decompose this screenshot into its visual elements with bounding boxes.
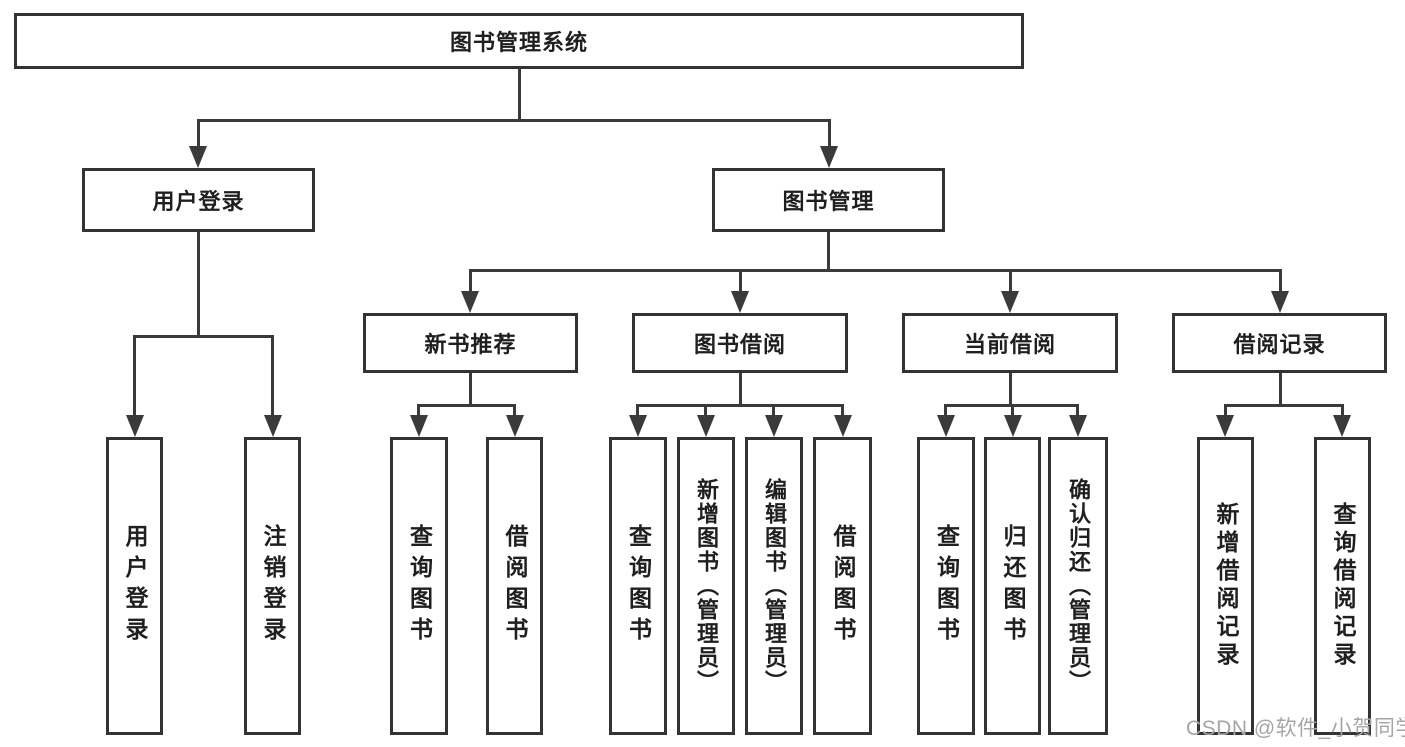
arrow-down-icon bbox=[264, 415, 282, 437]
connector-drop-user-login bbox=[197, 119, 200, 149]
arrow-down-icon bbox=[189, 146, 207, 168]
leaf-borrow-books-borrow: 借阅图书 bbox=[813, 437, 872, 735]
leaf-logout: 注销登录 bbox=[244, 437, 301, 735]
node-book-borrow: 图书借阅 bbox=[632, 313, 848, 373]
node-new-book-recommend: 新书推荐 bbox=[363, 313, 578, 373]
connector-drop bbox=[1224, 404, 1227, 417]
connector-drop bbox=[1341, 404, 1344, 417]
connector-drop-new-book bbox=[469, 269, 472, 293]
connector-book-borrow-stem bbox=[739, 373, 742, 406]
leaf-add-books-admin: 新增图书（管理员） bbox=[677, 437, 735, 735]
connector-book-borrow-bus bbox=[636, 404, 843, 407]
leaf-user-login-label: 用户登录 bbox=[122, 524, 148, 648]
connector-drop bbox=[1076, 404, 1079, 417]
arrow-down-icon bbox=[126, 415, 144, 437]
node-book-borrow-label: 图书借阅 bbox=[693, 332, 786, 357]
connector-drop-borrow-records bbox=[1279, 269, 1282, 293]
arrow-down-icon bbox=[1069, 415, 1087, 437]
connector-borrow-records-bus bbox=[1224, 404, 1344, 407]
connector-current-borrow-stem bbox=[1009, 373, 1012, 406]
leaf-query-borrow-record: 查询借阅记录 bbox=[1314, 437, 1371, 735]
leaf-query-borrow-record-label: 查询借阅记录 bbox=[1330, 502, 1356, 670]
connector-book-management-stem bbox=[827, 232, 830, 272]
leaf-add-books-admin-label: 新增图书（管理员） bbox=[694, 478, 719, 694]
connector-drop bbox=[772, 404, 775, 417]
leaf-confirm-return-admin: 确认归还（管理员） bbox=[1048, 437, 1108, 735]
connector-drop bbox=[417, 404, 420, 417]
leaf-add-borrow-record-label: 新增借阅记录 bbox=[1213, 502, 1239, 670]
arrow-down-icon bbox=[937, 415, 955, 437]
leaf-borrow-books-borrow-label: 借阅图书 bbox=[830, 524, 856, 648]
node-book-management-label: 图书管理 bbox=[782, 189, 875, 214]
arrow-down-icon bbox=[1216, 415, 1234, 437]
connector-drop-current-borrow bbox=[1009, 269, 1012, 293]
node-current-borrow-label: 当前借阅 bbox=[963, 332, 1056, 357]
arrow-down-icon bbox=[731, 291, 749, 313]
node-borrow-records-label: 借阅记录 bbox=[1233, 332, 1326, 357]
leaf-user-login: 用户登录 bbox=[106, 437, 163, 735]
leaf-query-books-current-label: 查询图书 bbox=[933, 524, 960, 648]
arrow-down-icon bbox=[820, 146, 838, 168]
connector-drop bbox=[944, 404, 947, 417]
connector-drop bbox=[1011, 404, 1014, 417]
leaf-return-books-label: 归还图书 bbox=[1000, 524, 1026, 648]
leaf-edit-books-admin: 编辑图书（管理员） bbox=[745, 437, 803, 735]
leaf-query-books-recommend-label: 查询图书 bbox=[406, 524, 433, 648]
node-borrow-records: 借阅记录 bbox=[1172, 313, 1387, 373]
arrow-down-icon bbox=[1001, 291, 1019, 313]
csdn-watermark: CSDN @软件_小贺同学 bbox=[1186, 717, 1405, 740]
node-book-management: 图书管理 bbox=[712, 168, 945, 232]
connector-drop-leaf-logout bbox=[271, 335, 274, 417]
connector-drop bbox=[636, 404, 639, 417]
leaf-add-borrow-record: 新增借阅记录 bbox=[1197, 437, 1254, 735]
connector-new-book-stem bbox=[469, 373, 472, 406]
connector-drop bbox=[704, 404, 707, 417]
node-current-borrow: 当前借阅 bbox=[902, 313, 1118, 373]
connector-drop-book-borrow bbox=[739, 269, 742, 293]
leaf-logout-label: 注销登录 bbox=[260, 524, 286, 648]
connector-drop-leaf-user-login bbox=[133, 335, 136, 417]
connector-borrow-records-stem bbox=[1279, 373, 1282, 406]
arrow-down-icon bbox=[697, 415, 715, 437]
arrow-down-icon bbox=[765, 415, 783, 437]
leaf-query-books-recommend: 查询图书 bbox=[390, 437, 448, 735]
node-user-login-label: 用户登录 bbox=[152, 189, 245, 214]
node-library-system-label: 图书管理系统 bbox=[449, 30, 588, 55]
node-library-system: 图书管理系统 bbox=[14, 13, 1024, 69]
connector-level2-bus bbox=[197, 119, 831, 122]
connector-new-book-bus bbox=[417, 404, 516, 407]
arrow-down-icon bbox=[1333, 415, 1351, 437]
arrow-down-icon bbox=[1271, 291, 1289, 313]
arrow-down-icon bbox=[506, 415, 524, 437]
connector-drop-book-management bbox=[828, 119, 831, 149]
leaf-query-books-borrow: 查询图书 bbox=[609, 437, 667, 735]
connector-drop bbox=[513, 404, 516, 417]
connector-user-login-bus bbox=[133, 335, 274, 338]
arrow-down-icon bbox=[461, 291, 479, 313]
connector-drop bbox=[841, 404, 844, 417]
leaf-confirm-return-admin-label: 确认归还（管理员） bbox=[1066, 478, 1091, 694]
leaf-query-books-current: 查询图书 bbox=[917, 437, 975, 735]
connector-level3-bus bbox=[469, 269, 1281, 272]
leaf-query-books-borrow-label: 查询图书 bbox=[625, 524, 652, 648]
arrow-down-icon bbox=[1004, 415, 1022, 437]
leaf-borrow-books-recommend-label: 借阅图书 bbox=[502, 524, 528, 648]
leaf-return-books: 归还图书 bbox=[984, 437, 1041, 735]
node-user-login: 用户登录 bbox=[82, 168, 315, 232]
connector-user-login-stem bbox=[197, 232, 200, 337]
arrow-down-icon bbox=[834, 415, 852, 437]
leaf-borrow-books-recommend: 借阅图书 bbox=[486, 437, 543, 735]
leaf-edit-books-admin-label: 编辑图书（管理员） bbox=[762, 478, 787, 694]
arrow-down-icon bbox=[629, 415, 647, 437]
arrow-down-icon bbox=[410, 415, 428, 437]
node-new-book-recommend-label: 新书推荐 bbox=[424, 332, 517, 357]
connector-root-stem bbox=[518, 68, 521, 121]
